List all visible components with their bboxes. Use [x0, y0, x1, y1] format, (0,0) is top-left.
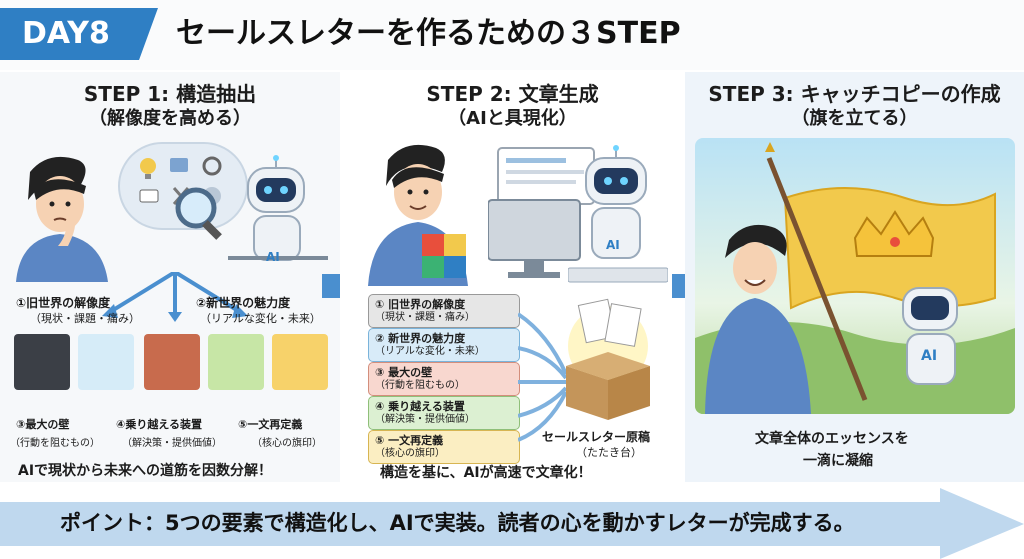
list-item-main: ② 新世界の魅力度 — [375, 332, 466, 345]
list-item-sub: （リアルな変化・未来） — [375, 346, 485, 357]
step1-tile-4-sub: （解決策・提供価値） — [122, 438, 222, 449]
list-item: ① 旧世界の解像度 （現状・課題・痛み） — [368, 294, 520, 328]
list-item: ② 新世界の魅力度 （リアルな変化・未来） — [368, 328, 520, 362]
list-item-main: ④ 乗り越える装置 — [375, 400, 465, 413]
list-item-main: ① 旧世界の解像度 — [375, 298, 466, 311]
step1-tile-3-sub: （行動を阻むもの） — [10, 438, 100, 449]
manuscript-box-sub: （たたき台） — [576, 446, 642, 459]
step1-tile-3-label: ③最大の壁 — [16, 418, 70, 431]
step1-caption: AIで現状から未来への道筋を因数分解！ — [18, 463, 273, 479]
step2-title: STEP 2: 文章生成 — [426, 82, 599, 106]
flag-tile — [272, 334, 328, 390]
list-item-sub: （現状・課題・痛み） — [375, 312, 475, 323]
step3-title: STEP 3: キャッチコピーの作成 — [708, 82, 1001, 106]
step1-label-1: ①旧世界の解像度 — [16, 296, 111, 310]
step1-subtitle: （解像度を高める） — [89, 108, 251, 129]
step1-label-1-sub: （現状・課題・痛み） — [30, 312, 140, 325]
list-item: ⑤ 一文再定義 （核心の旗印） — [368, 430, 520, 464]
step3-caption-line1: 文章全体のエッセンスを — [755, 431, 909, 447]
robot-badge-2: AI — [606, 238, 620, 252]
robot-badge: AI — [266, 250, 280, 264]
step3-caption-line2: 一滴に凝縮 — [803, 453, 873, 469]
computer-illustration — [488, 147, 595, 278]
step1-tile-5-sub: （核心の旗印） — [252, 438, 322, 449]
list-item: ③ 最大の壁 （行動を阻むもの） — [368, 362, 520, 396]
victory-scene: AI — [695, 138, 1015, 414]
header: DAY8 セールスレターを作るための３STEP — [0, 0, 1024, 70]
step3-panel: STEP 3: キャッチコピーの作成 （旗を立てる） AI 文章全体のエッセンス… — [685, 72, 1024, 482]
person-with-cube-illustration — [368, 144, 468, 286]
list-item-main: ⑤ 一文再定義 — [375, 434, 444, 447]
broken-chain-tile — [14, 334, 70, 390]
step3-subtitle: （旗を立てる） — [791, 108, 918, 129]
brick-wall-tile — [144, 334, 200, 390]
lightbulb-tile — [78, 334, 134, 390]
key-point-text: ポイント：5つの要素で構造化し、AIで実装。読者の心を動かすレターが完成する。 — [60, 511, 855, 535]
page-title: セールスレターを作るための３STEP — [176, 16, 681, 51]
list-item-main: ③ 最大の壁 — [375, 366, 433, 379]
branch-arrows — [102, 272, 248, 322]
magnifier-icon — [175, 187, 222, 240]
ai-robot-illustration — [228, 155, 328, 261]
list-item: ④ 乗り越える装置 （解決策・提供価値） — [368, 396, 520, 430]
robot-badge-3: AI — [921, 348, 938, 364]
step2-subtitle: （AIと具現化） — [448, 108, 577, 129]
list-item-sub: （核心の旗印） — [375, 448, 445, 459]
manuscript-box-illustration — [566, 298, 650, 420]
step2-caption: 構造を基に、AIが高速で文章化！ — [380, 465, 592, 481]
thinking-person-illustration — [16, 156, 108, 282]
list-item-sub: （解決策・提供価値） — [375, 414, 475, 425]
step1-label-2: ②新世界の魅力度 — [196, 296, 291, 310]
rocket-tile — [208, 334, 264, 390]
step1-label-2-sub: （リアルな変化・未来） — [200, 312, 321, 325]
flow-arrows — [518, 312, 568, 442]
step1-tile-5-label: ⑤一文再定義 — [238, 418, 303, 431]
manuscript-box-label: セールスレター原稿 — [542, 430, 651, 444]
step1-title: STEP 1: 構造抽出 — [83, 82, 257, 106]
ai-robot-illustration-2 — [568, 145, 668, 283]
step2-panel: STEP 2: 文章生成 （AIと具現化） AI ① 旧世界の解像度 （現状・課… — [340, 72, 685, 482]
list-item-sub: （行動を阻むもの） — [375, 380, 465, 391]
bottom-arrow-banner — [0, 488, 1024, 559]
step1-tile-4-label: ④乗り越える装置 — [116, 418, 202, 431]
step1-panel: STEP 1: 構造抽出 （解像度を高める） AI — [0, 72, 340, 482]
flag-scene-illustration — [695, 142, 1015, 414]
day-badge: DAY8 — [0, 8, 158, 60]
